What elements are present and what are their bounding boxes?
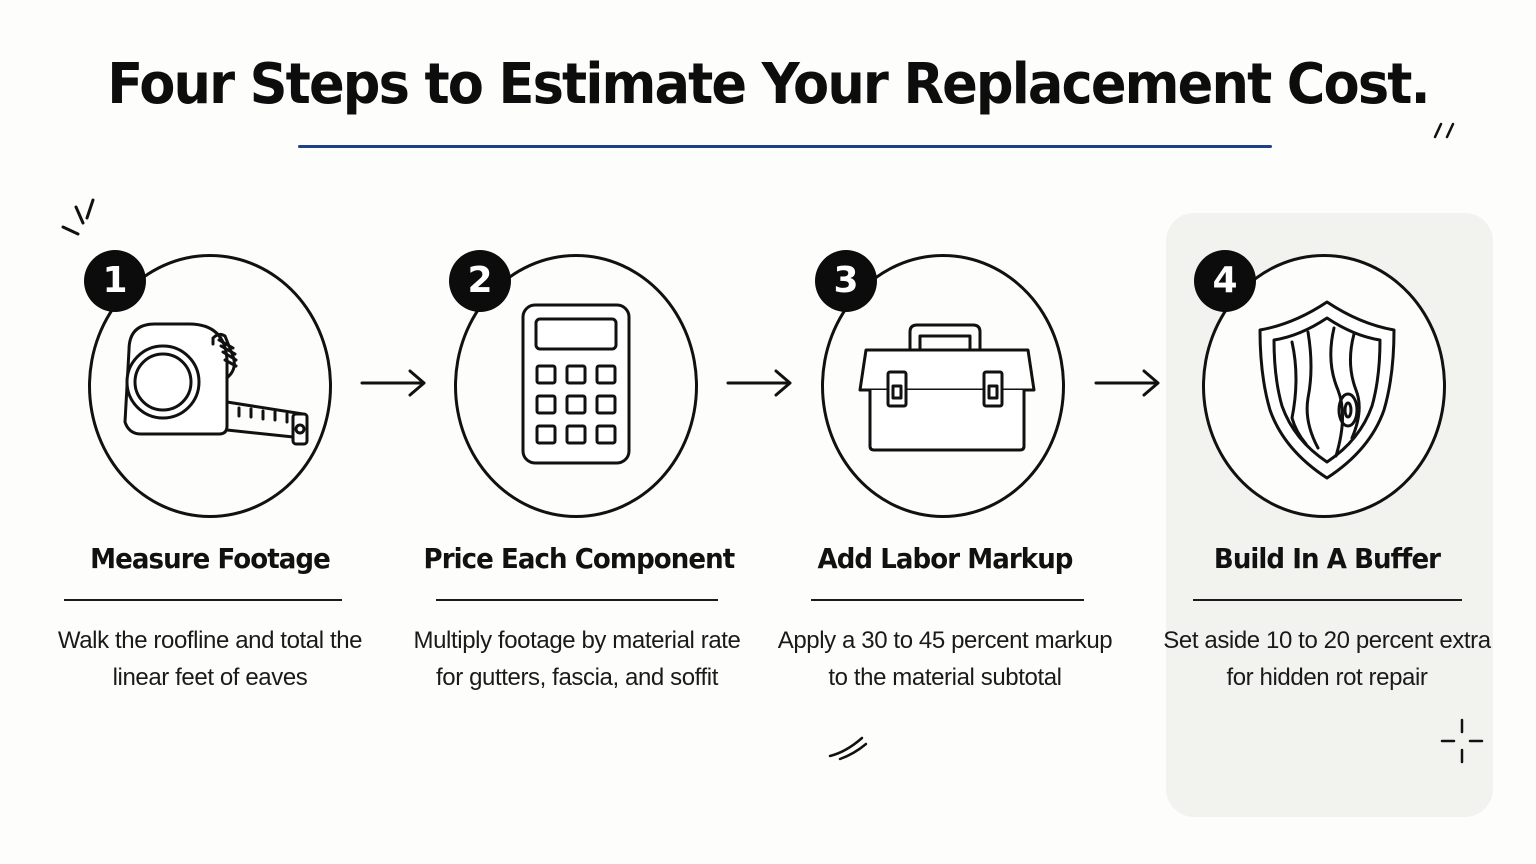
step-divider (436, 599, 718, 601)
step-title: Price Each Component (423, 542, 736, 575)
step-divider (64, 599, 342, 601)
step-number-badge: 4 (1194, 250, 1256, 312)
step-description: Walk the roofline and total the linear f… (57, 627, 363, 691)
step-divider (1193, 599, 1462, 601)
sparkle-doodle-top-left (61, 198, 95, 236)
arrow-icon (726, 369, 792, 397)
step-title: Measure Footage (90, 542, 331, 575)
tape-measure-icon (123, 322, 309, 446)
arrow-icon (360, 369, 426, 397)
arrow-icon (1094, 369, 1160, 397)
step-title: Add Labor Markup (817, 542, 1073, 575)
toolbox-icon (858, 323, 1036, 452)
step-description: Apply a 30 to 45 percent markup to the m… (777, 627, 1113, 691)
sparkle-doodle-top-right (1433, 122, 1455, 139)
title-underline (298, 145, 1272, 148)
swoosh-doodle-bottom (828, 736, 868, 761)
calculator-icon (521, 303, 631, 465)
step-number-badge: 3 (815, 250, 877, 312)
wood-shield-icon (1258, 300, 1396, 480)
page-title: Four Steps to Estimate Your Replacement … (107, 52, 1430, 117)
step-number-badge: 2 (449, 250, 511, 312)
step-divider (811, 599, 1084, 601)
step-title: Build In A Buffer (1213, 542, 1441, 575)
step-description: Multiply footage by material rate for gu… (413, 627, 741, 691)
step-number-badge: 1 (84, 250, 146, 312)
step-description: Set aside 10 to 20 percent extra for hid… (1163, 627, 1491, 691)
sparkle-doodle-bottom-right (1440, 718, 1484, 764)
